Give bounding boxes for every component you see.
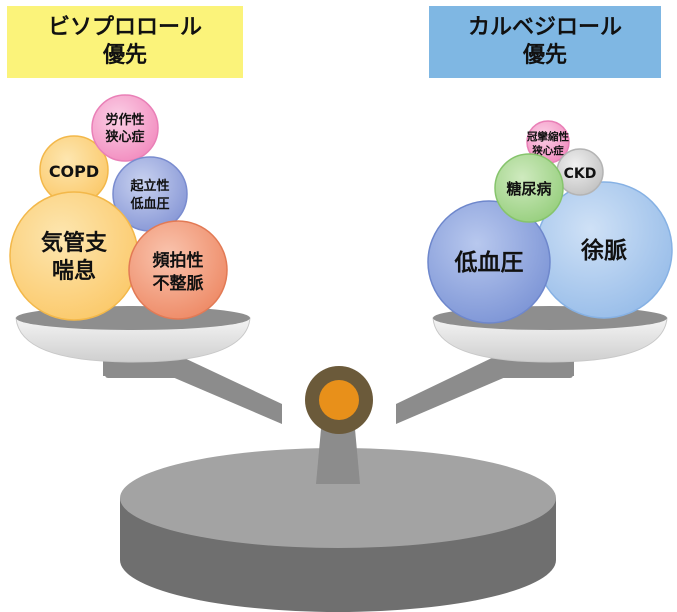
scale-stem: [316, 418, 360, 484]
asthma-text-line2: 喘息: [52, 258, 96, 284]
angina-text-line1: 労作性: [105, 112, 144, 128]
right-weight-vasospastic-angina: 冠攣縮性 狭心症: [526, 120, 570, 164]
right-weight-diabetes: 糖尿病: [494, 153, 564, 223]
carvedilol-label-line2: 優先: [522, 43, 567, 68]
left-weight-exertional-angina: 労作性 狭心症: [91, 94, 159, 162]
left-weight-copd: COPD: [39, 135, 109, 205]
carvedilol-label-line1: カルベジロール: [467, 15, 622, 40]
left-weight-bronchial-asthma: 気管支 喘息: [9, 191, 139, 321]
bisoprolol-priority-label: ビソプロロール 優先: [7, 6, 243, 78]
scale-pivot: [305, 366, 373, 434]
orthostatic-text-line2: 低血圧: [129, 196, 169, 212]
bisoprolol-label-line1: ビソプロロール: [47, 15, 202, 40]
carvedilol-priority-label: カルベジロール 優先: [429, 6, 661, 78]
vasospastic-text-line2: 狭心症: [531, 144, 564, 157]
right-weight-hypotension: 低血圧: [427, 200, 551, 324]
asthma-text-line1: 気管支: [41, 230, 108, 256]
right-weight-ckd: CKD: [556, 148, 604, 196]
vasospastic-text-line1: 冠攣縮性: [527, 130, 569, 143]
ckd-text: CKD: [564, 166, 597, 182]
hypotension-text: 低血圧: [454, 249, 524, 276]
bisoprolol-label-line2: 優先: [102, 43, 147, 68]
tachy-text-line1: 頻拍性: [152, 250, 204, 271]
scale-base: [120, 448, 556, 612]
bradycardia-text: 徐脈: [580, 237, 627, 264]
left-weight-tachyarrhythmia: 頻拍性 不整脈: [128, 220, 228, 320]
angina-text-line2: 狭心症: [104, 129, 144, 145]
tachy-text-line2: 不整脈: [153, 273, 204, 294]
copd-text: COPD: [49, 162, 99, 181]
diabetes-text: 糖尿病: [506, 180, 551, 198]
right-weight-bradycardia: 徐脈: [535, 181, 673, 319]
orthostatic-text-line1: 起立性: [129, 178, 169, 194]
